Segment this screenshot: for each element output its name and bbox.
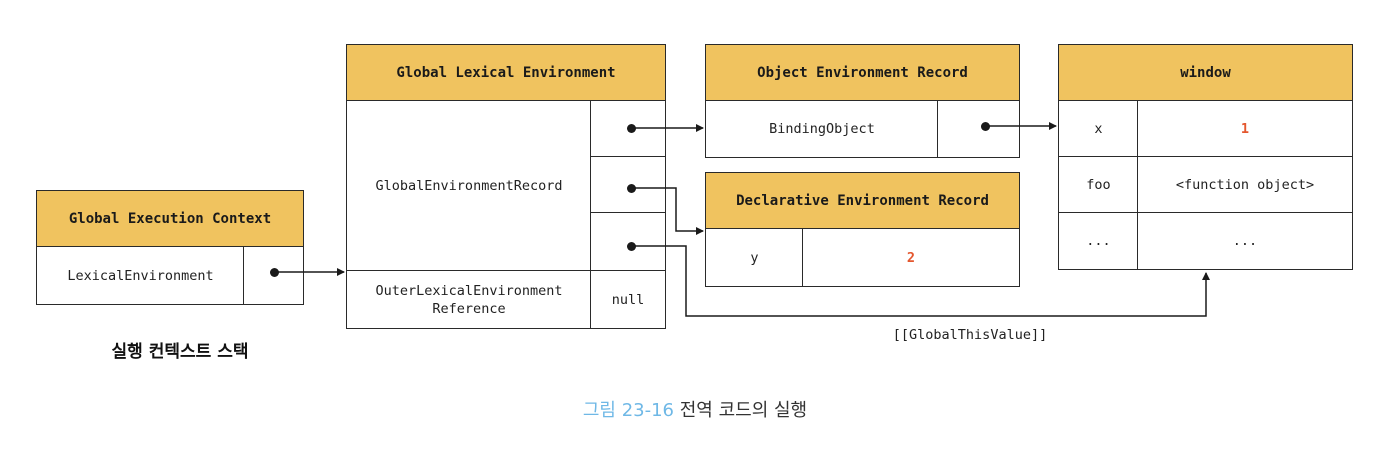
der-value-cell: 2 — [802, 228, 1020, 287]
arrow-global-this-to-window — [631, 245, 1210, 317]
pointer-dot — [981, 122, 990, 131]
window-row-value: <function object> — [1137, 156, 1353, 214]
der-key-cell: y — [705, 228, 804, 287]
gle-outer-reference-value: null — [590, 270, 666, 329]
figure-number: 그림 23-16 — [582, 400, 675, 421]
gec-lexical-env-cell: LexicalEnvironment — [36, 246, 245, 305]
figure-title: 전역 코드의 실행 — [679, 400, 808, 421]
pointer-dot — [627, 184, 636, 193]
global-this-value-label: [[GlobalThisValue]] — [892, 327, 1048, 343]
execution-context-stack-label: 실행 컨텍스트 스택 — [111, 342, 249, 362]
gle-outer-reference-cell: OuterLexicalEnvironment Reference — [346, 270, 592, 329]
pointer-dot — [627, 124, 636, 133]
arrow-gle-to-declarative-record — [631, 187, 704, 235]
pointer-dot — [270, 268, 279, 277]
window-row-key: foo — [1058, 156, 1139, 214]
oer-header: Object Environment Record — [705, 44, 1020, 102]
gec-header: Global Execution Context — [36, 190, 304, 248]
pointer-dot — [627, 242, 636, 251]
window-row-value: ... — [1137, 212, 1353, 270]
figure-caption: 그림 23-16 전역 코드의 실행 — [0, 396, 1390, 422]
oer-binding-object-cell: BindingObject — [705, 100, 939, 158]
oer-binding-object-pointer — [937, 100, 1020, 158]
gle-record-cell: GlobalEnvironmentRecord — [346, 100, 592, 272]
